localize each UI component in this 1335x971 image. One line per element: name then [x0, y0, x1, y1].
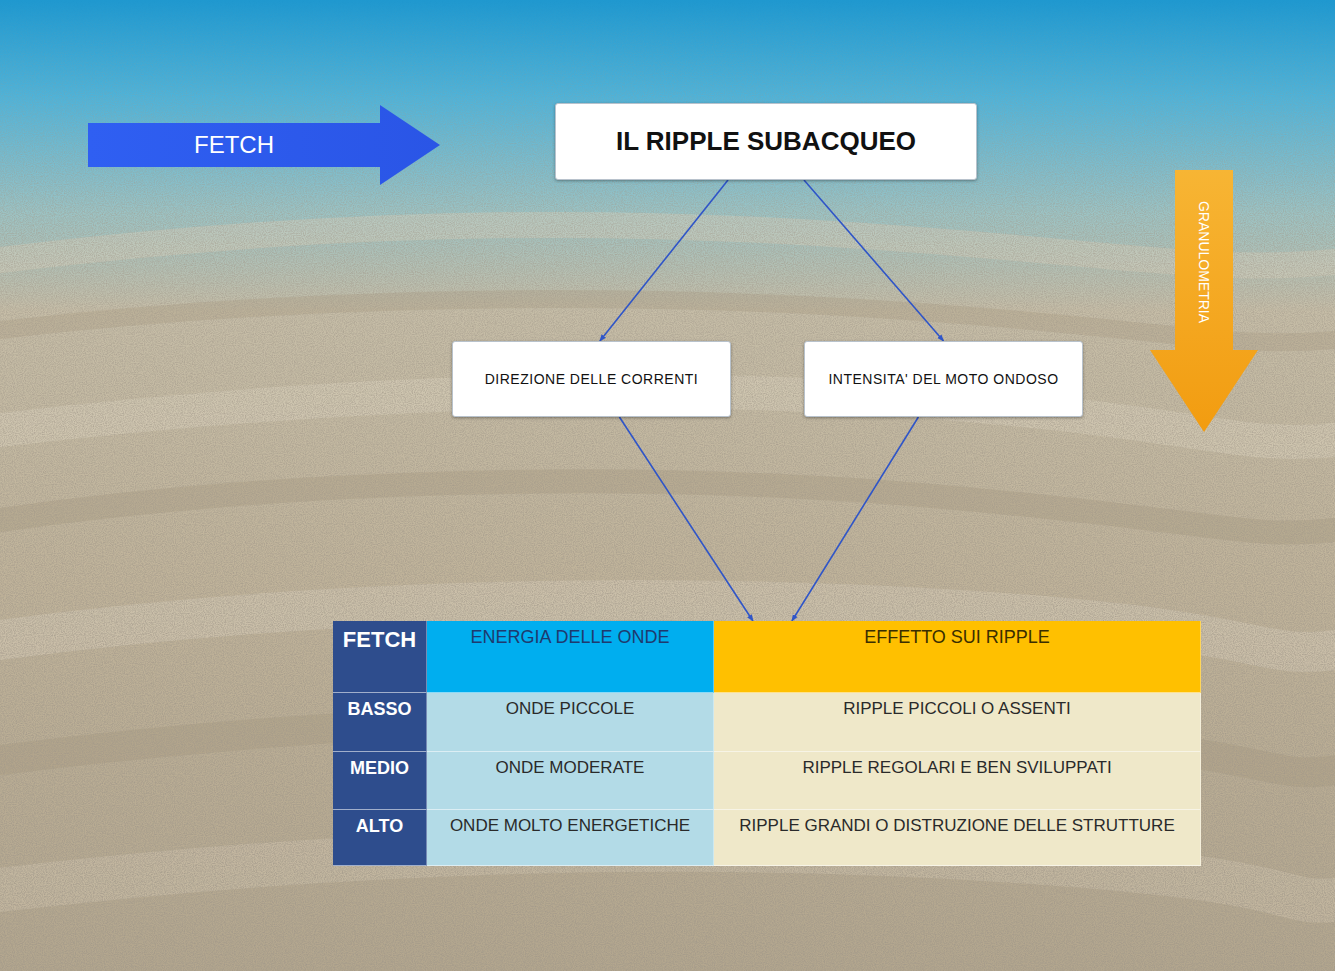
box-text: INTENSITA' DEL MOTO ONDOSO — [828, 371, 1058, 388]
connector-line — [804, 180, 944, 341]
connector-line — [619, 417, 753, 621]
table-row-header: MEDIO — [333, 752, 427, 810]
box-text: DIREZIONE DELLE CORRENTI — [485, 371, 698, 388]
table-cell: RIPPLE REGOLARI E BEN SVILUPPATI — [714, 752, 1201, 810]
arrow-label: FETCH — [194, 131, 274, 159]
table-cell: RIPPLE GRANDI O DISTRUZIONE DELLE STRUTT… — [714, 810, 1201, 866]
connector-line — [600, 180, 728, 341]
cell-text: ALTO — [356, 816, 403, 838]
fetch-arrow: FETCH — [88, 105, 440, 185]
cell-text: RIPPLE GRANDI O DISTRUZIONE DELLE STRUTT… — [739, 816, 1174, 836]
cell-text: RIPPLE PICCOLI O ASSENTI — [843, 699, 1071, 719]
table-row-header: ALTO — [333, 810, 427, 866]
cell-text: EFFETTO SUI RIPPLE — [864, 627, 1050, 649]
cell-text: ONDE MOLTO ENERGETICHE — [450, 816, 690, 836]
cell-text: BASSO — [347, 699, 411, 721]
cell-text: RIPPLE REGOLARI E BEN SVILUPPATI — [802, 758, 1111, 778]
table-row-header: BASSO — [333, 693, 427, 752]
table-cell: ONDE MODERATE — [427, 752, 714, 810]
cell-text: FETCH — [343, 627, 416, 653]
table-cell: ONDE PICCOLE — [427, 693, 714, 752]
factor-box: DIREZIONE DELLE CORRENTI — [452, 341, 731, 417]
cell-text: ONDE MODERATE — [496, 758, 645, 778]
table-header-cell: FETCH — [333, 621, 427, 693]
table-cell: RIPPLE PICCOLI O ASSENTI — [714, 693, 1201, 752]
granulometry-arrow: GRANULOMETRIA — [1150, 170, 1258, 432]
box-text: IL RIPPLE SUBACQUEO — [616, 126, 916, 157]
table-cell: ONDE MOLTO ENERGETICHE — [427, 810, 714, 866]
table-header-cell: ENERGIA DELLE ONDE — [427, 621, 714, 693]
cell-text: ENERGIA DELLE ONDE — [470, 627, 669, 649]
title-box: IL RIPPLE SUBACQUEO — [555, 103, 977, 180]
factor-box: INTENSITA' DEL MOTO ONDOSO — [804, 341, 1083, 417]
connector-line — [792, 417, 918, 621]
arrow-label: GRANULOMETRIA — [1196, 201, 1212, 323]
cell-text: ONDE PICCOLE — [506, 699, 634, 719]
cell-text: MEDIO — [350, 758, 409, 780]
table-header-cell: EFFETTO SUI RIPPLE — [714, 621, 1201, 693]
